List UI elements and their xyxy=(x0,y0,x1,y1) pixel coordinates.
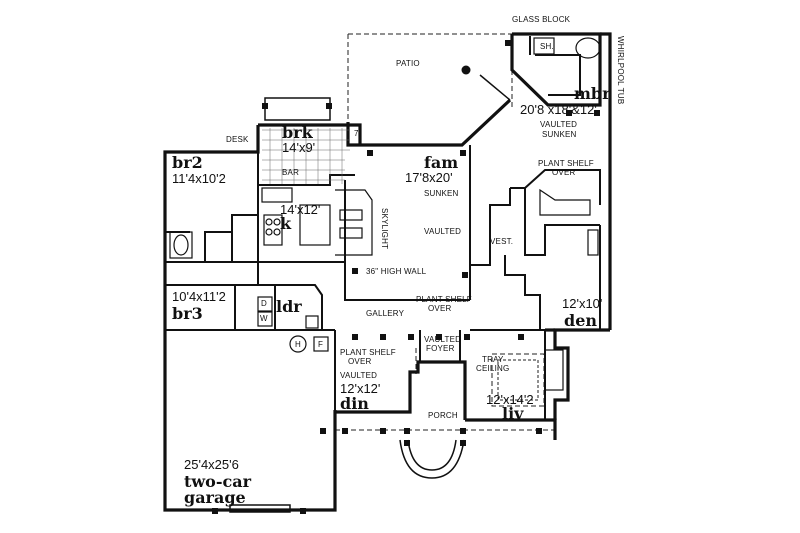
exterior-walls xyxy=(163,32,612,512)
vestibule-label: VEST. xyxy=(490,237,514,246)
liv-name: liv xyxy=(502,404,524,423)
water-heater-icon xyxy=(289,335,307,353)
whirlpool-tub-icon xyxy=(575,37,601,59)
fam-vaulted-label: VAULTED xyxy=(424,227,462,236)
garage-name-line2: garage xyxy=(184,488,246,507)
skylight-label: SKYLIGHT xyxy=(380,208,389,250)
din-vaulted-label: VAULTED xyxy=(340,371,378,380)
kitchen-name: k xyxy=(280,214,292,233)
foyer-label: FOYER xyxy=(426,344,455,353)
din-name: din xyxy=(340,394,369,413)
plant-shelf-mid-label: PLANT SHELF xyxy=(416,295,472,304)
mbr-name: mbr xyxy=(574,84,611,103)
note-7: 7 xyxy=(354,129,359,138)
dryer-label: D xyxy=(261,299,267,308)
grid-tiles xyxy=(262,128,350,184)
washer-label: W xyxy=(260,314,268,323)
patio-post xyxy=(461,65,471,75)
furnace-label: F xyxy=(318,340,324,349)
brk-dimensions: 14'x9' xyxy=(282,140,316,155)
plant-shelf-mid-over: OVER xyxy=(428,304,452,313)
porch-and-fences xyxy=(229,74,511,513)
patio-label: PATIO xyxy=(396,59,420,68)
br2-name: br2 xyxy=(172,153,203,172)
plant-shelf-top-over: OVER xyxy=(552,168,576,177)
gallery-label: GALLERY xyxy=(366,309,405,318)
mbr-sunken-label: SUNKEN xyxy=(542,130,577,139)
shower-label: SH. xyxy=(540,42,554,51)
plant-shelf-din-label: PLANT SHELF xyxy=(340,348,396,357)
foyer-vaulted-label: VAULTED xyxy=(424,335,462,344)
garage-dimensions: 25'4x25'6 xyxy=(184,457,239,472)
brk-name: brk xyxy=(282,123,313,142)
br2-dimensions: 11'4x10'2 xyxy=(172,171,226,186)
mbr-vaulted-label: VAULTED xyxy=(540,120,578,129)
fam-dimensions: 17'8x20' xyxy=(405,170,453,185)
ceiling-label: CEILING xyxy=(476,364,510,373)
din-dimensions: 12'x12' xyxy=(340,381,381,396)
mbr-dimensions: 20'8 x18'&12' xyxy=(520,102,597,117)
glass-block-label: GLASS BLOCK xyxy=(512,15,571,24)
plant-shelf-din-over: OVER xyxy=(348,357,372,366)
den-dimensions: 12'x10' xyxy=(562,296,603,311)
plumbing-and-fixtures xyxy=(169,37,601,391)
furnace-icon xyxy=(313,336,329,352)
desk-label: DESK xyxy=(226,135,249,144)
whirlpool-tub-label: WHIRLPOOL TUB xyxy=(616,36,625,105)
kitchen-dimensions: 14'x12' xyxy=(280,202,321,217)
den-name: den xyxy=(564,311,597,330)
water-heater-label: H xyxy=(295,340,301,349)
br3-dimensions: 10'4x11'2 xyxy=(172,289,226,304)
fam-sunken-label: SUNKEN xyxy=(424,189,459,198)
bar-label: BAR xyxy=(282,168,300,177)
plant-shelf-top-label: PLANT SHELF xyxy=(538,159,594,168)
columns xyxy=(212,40,600,514)
fam-name: fam xyxy=(424,153,459,172)
tray-label: TRAY xyxy=(482,355,504,364)
br3-name: br3 xyxy=(172,304,203,323)
porch-label: PORCH xyxy=(428,411,458,420)
garage-name-line1: two-car xyxy=(184,472,252,491)
liv-dimensions: 12'x14'2 xyxy=(486,392,534,407)
ldr-name: ldr xyxy=(276,297,302,316)
high-wall-label: 36" HIGH WALL xyxy=(366,267,427,276)
